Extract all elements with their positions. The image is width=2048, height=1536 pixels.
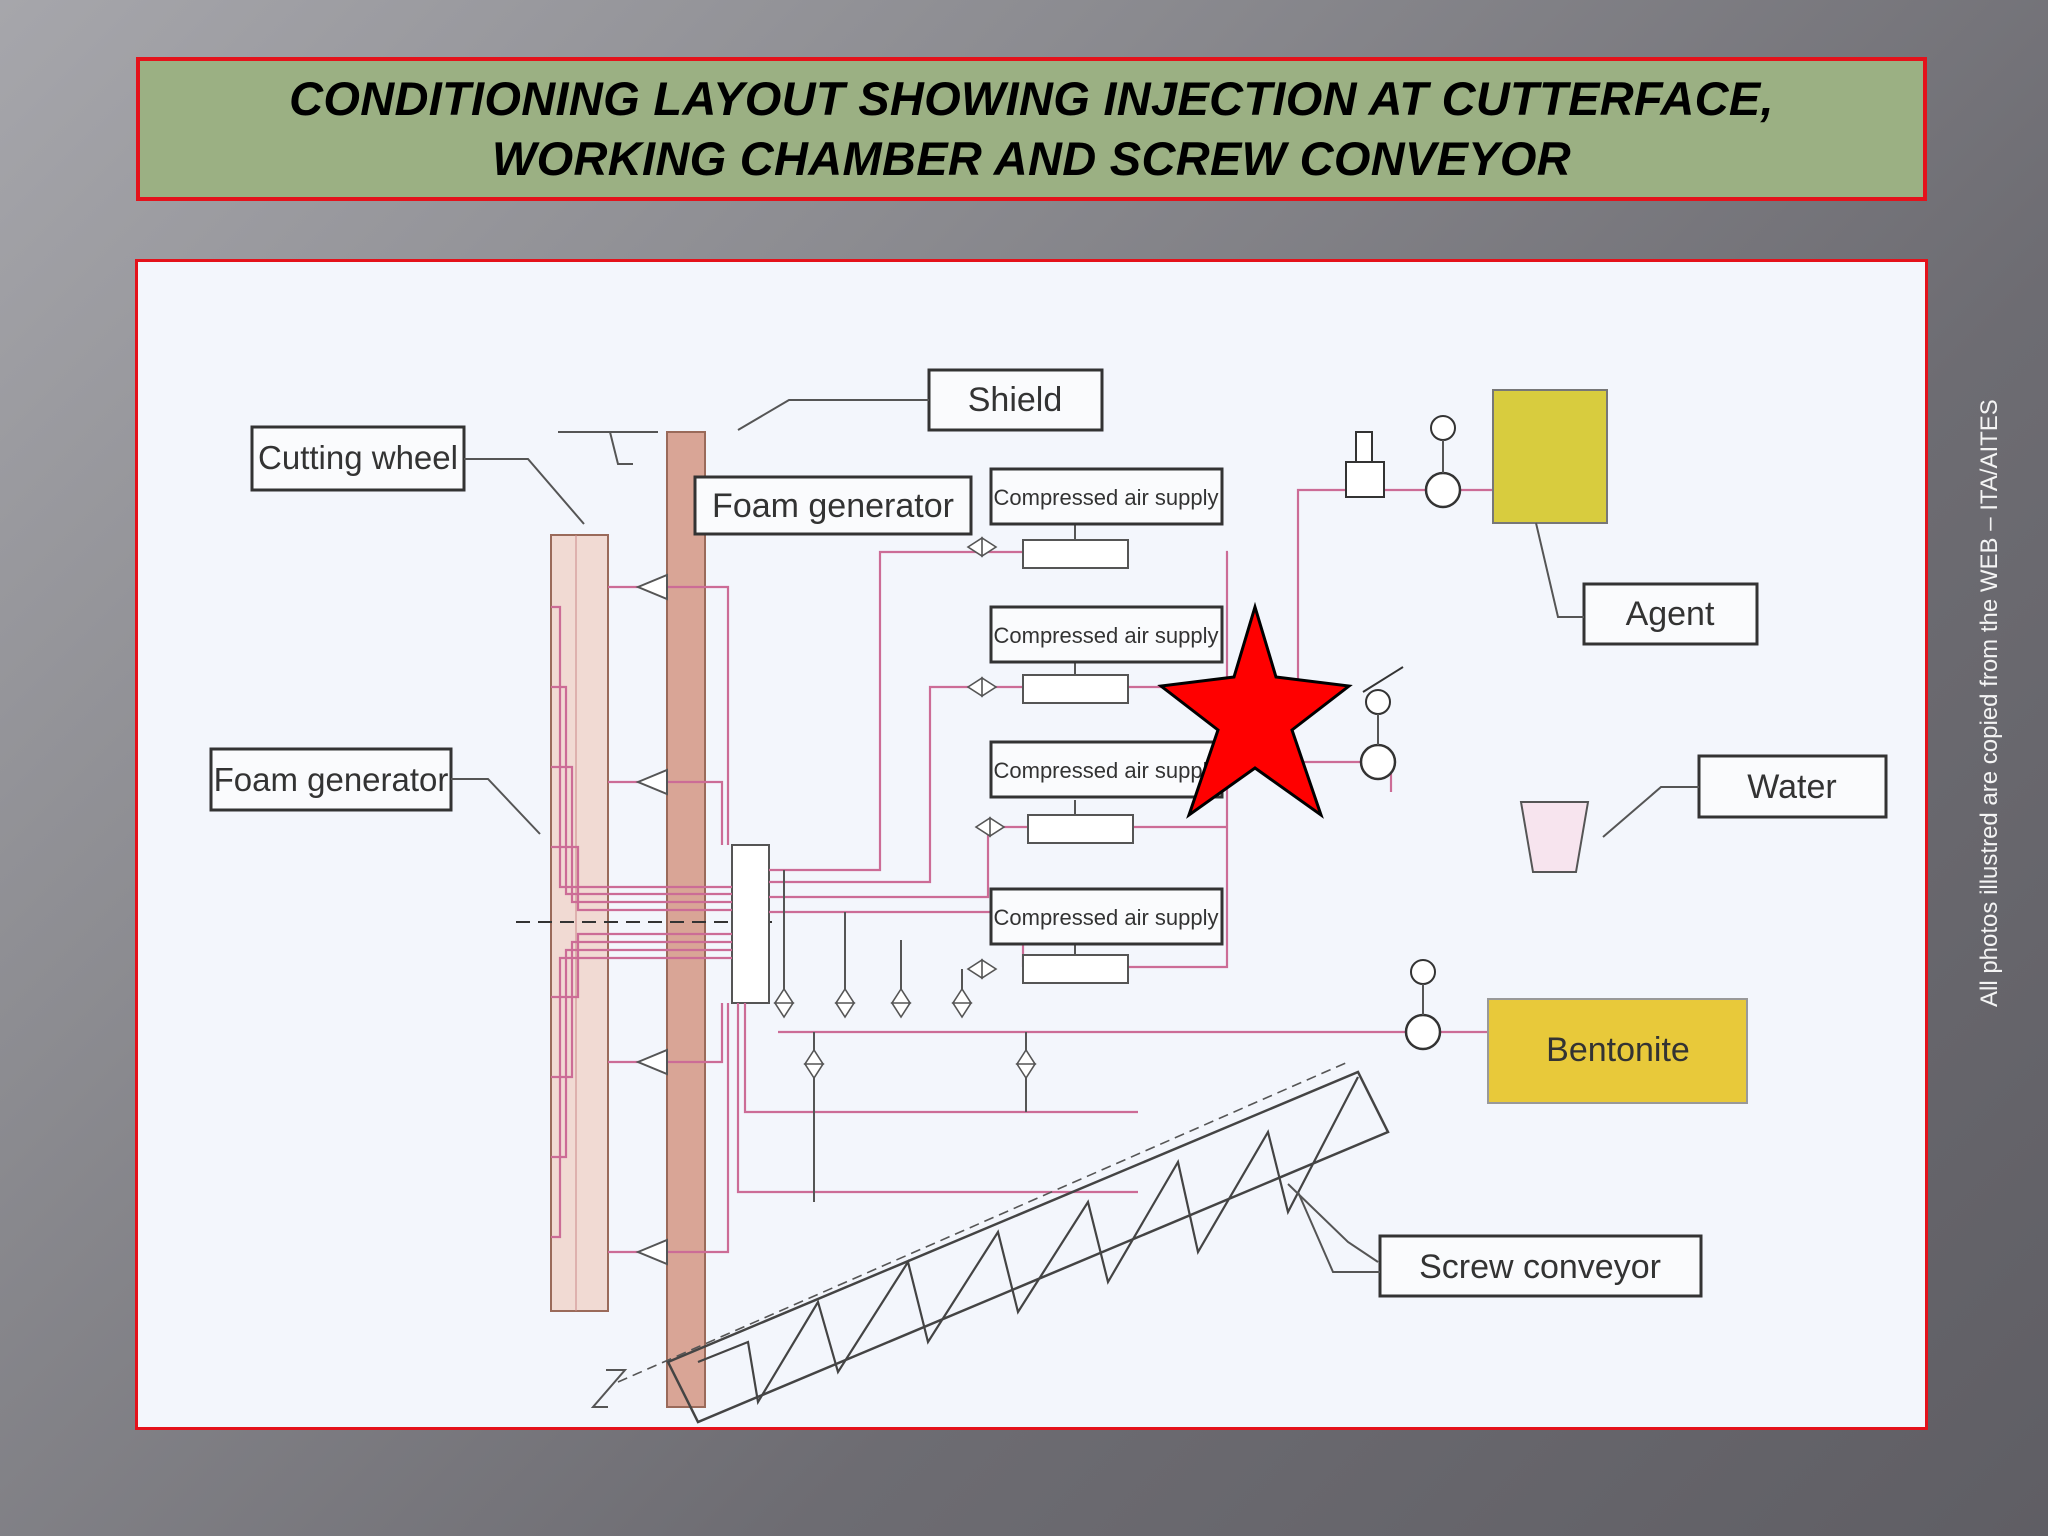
rotary-union <box>731 844 770 1004</box>
bentonite-label: Bentonite <box>1546 1031 1690 1069</box>
bentonite-tank <box>1487 998 1748 1104</box>
compressed-air-boxes: Compressed air supply Compressed air sup… <box>989 467 1224 946</box>
shield-plate <box>558 431 706 1408</box>
label-screw-conveyor: Screw conveyor <box>1297 1191 1703 1298</box>
cutting-wheel-label: Cutting wheel <box>258 439 458 476</box>
agent-tank <box>1492 389 1608 524</box>
conditioning-diagram: Shield Cutting wheel Foam generator Foam… <box>209 368 1888 1424</box>
label-foam-generator-top: Foam generator <box>693 475 973 536</box>
label-shield: Shield <box>737 368 1104 432</box>
water-label: Water <box>1747 768 1836 806</box>
water-tank <box>1519 801 1590 873</box>
label-cutting-wheel: Cutting wheel <box>250 425 585 525</box>
title-line-2: WORKING CHAMBER AND SCREW CONVEYOR <box>491 132 1571 185</box>
shield-label: Shield <box>968 381 1063 419</box>
pump-icons <box>1345 415 1462 1051</box>
foam-generator-top-label: Foam generator <box>712 487 954 525</box>
screw-conveyor <box>617 1061 1390 1424</box>
compressed-air-label-3: Compressed air supply <box>994 758 1219 783</box>
valve-icons <box>773 536 1037 1202</box>
shield-nozzles <box>635 573 668 1266</box>
label-agent: Agent <box>1535 522 1759 646</box>
title-line-1: CONDITIONING LAYOUT SHOWING INJECTION AT… <box>289 72 1774 125</box>
compressed-air-label-1: Compressed air supply <box>994 485 1219 510</box>
compressed-air-label-2: Compressed air supply <box>994 623 1219 648</box>
agent-label: Agent <box>1626 595 1715 633</box>
foam-generator-left-label: Foam generator <box>214 761 449 798</box>
source-credit: All photos illustred are copied from the… <box>1976 399 2003 1007</box>
screw-conveyor-label: Screw conveyor <box>1419 1248 1661 1286</box>
label-water: Water <box>1602 754 1888 838</box>
label-foam-generator-left: Foam generator <box>209 747 541 835</box>
red-star-marker <box>1157 601 1353 819</box>
foam-generator-units <box>1022 525 1134 984</box>
diagram-frame: Shield Cutting wheel Foam generator Foam… <box>135 259 1928 1430</box>
title-banner: CONDITIONING LAYOUT SHOWING INJECTION AT… <box>136 57 1927 201</box>
compressed-air-label-4: Compressed air supply <box>994 905 1219 930</box>
